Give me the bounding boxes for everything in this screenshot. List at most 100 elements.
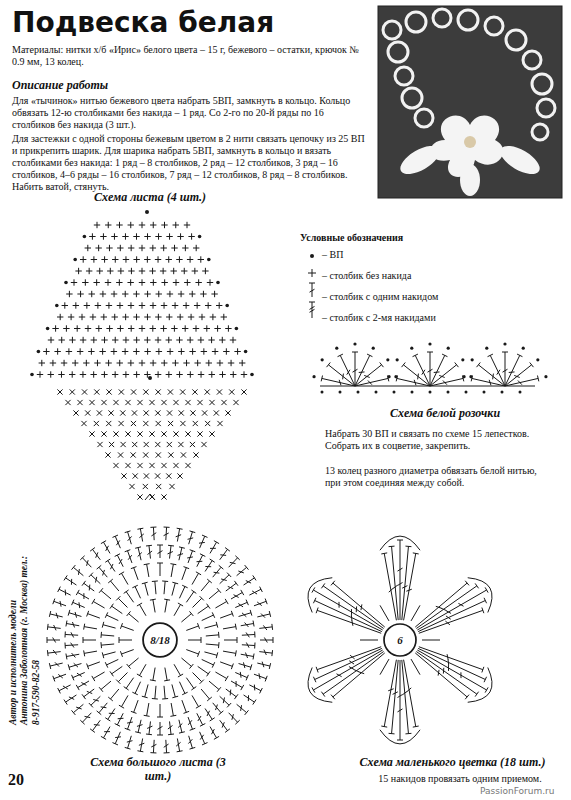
stitch-line	[93, 337, 94, 343]
stitch-line	[196, 572, 201, 575]
stitch-line	[164, 680, 170, 681]
stitch-line	[214, 410, 219, 415]
stitch-line	[149, 463, 154, 468]
stitch-line	[142, 582, 148, 584]
stitch-line	[240, 705, 242, 711]
stitch-line	[96, 552, 98, 557]
stitch-line	[190, 728, 196, 730]
stitch-line	[110, 671, 113, 676]
stitch-line	[209, 591, 219, 599]
stitch-line	[189, 736, 193, 748]
stitch-line	[99, 567, 107, 577]
stitch-line	[150, 752, 156, 753]
stitch-line	[98, 325, 99, 331]
stitch-line	[64, 575, 67, 580]
stitch-line	[64, 360, 65, 366]
stitch-line	[121, 442, 126, 447]
stitch-line	[246, 643, 249, 648]
stitch-line	[316, 608, 318, 614]
ring-circle	[384, 624, 416, 656]
stitch-line	[417, 374, 419, 380]
stitch-line	[200, 724, 205, 727]
stitch-line	[106, 421, 111, 426]
stitch-line	[155, 581, 156, 594]
stitch-line	[93, 720, 101, 730]
stitch-line	[225, 548, 230, 552]
stitch-line	[193, 452, 198, 457]
stitch-line	[235, 624, 236, 630]
stitch-line	[97, 442, 102, 447]
stitch-line	[143, 389, 148, 394]
stitch-line	[115, 554, 120, 557]
stitch-line	[250, 664, 252, 670]
stitch-line	[218, 642, 220, 648]
stitch-line	[185, 463, 190, 468]
stitch-line	[89, 431, 94, 436]
stitch-line	[52, 360, 53, 366]
stitch-line	[72, 622, 74, 627]
stitch-line	[175, 302, 176, 308]
stitch-line	[182, 692, 187, 695]
stitch-line	[497, 370, 500, 375]
stitch-line	[210, 718, 215, 721]
chain-dot	[148, 376, 152, 380]
stitch-line	[157, 545, 163, 546]
stitch-line	[104, 337, 105, 343]
stitch-line	[197, 431, 202, 436]
stitch-line	[197, 555, 203, 567]
stitch-line	[125, 747, 131, 749]
stitch-line	[192, 389, 197, 394]
stitch-line	[188, 640, 201, 641]
materials-note: Материалы: нитки х/б «Ирис» белого цвета…	[12, 44, 367, 68]
stitch-line	[190, 442, 195, 447]
stitch-line	[164, 533, 169, 536]
stitch-line	[107, 615, 119, 620]
stitch-line	[80, 348, 81, 354]
stitch-line	[64, 631, 65, 637]
stitch-line	[54, 601, 66, 605]
stitch-line	[323, 586, 384, 629]
stitch-line	[439, 375, 444, 377]
stitch-line	[64, 643, 65, 649]
stitch-line	[400, 540, 401, 620]
stitch-line	[254, 601, 266, 605]
stitch-line	[137, 400, 142, 405]
stitch-line	[149, 494, 154, 499]
stitch-line	[315, 648, 382, 679]
stitch-line	[181, 348, 182, 354]
page-number: 20	[8, 770, 48, 789]
stitch-line	[173, 431, 178, 436]
stitch-line	[430, 378, 463, 386]
stitch-line	[69, 697, 74, 700]
stitch-line	[402, 586, 407, 589]
stitch-line	[310, 309, 315, 312]
stitch-line	[484, 677, 487, 682]
stitch-line	[135, 587, 140, 599]
stitch-line	[55, 325, 56, 331]
stitch-line	[105, 718, 110, 721]
stitch-line	[91, 348, 92, 354]
chart-caption: Схема маленького цветка (18 шт.)	[340, 755, 565, 769]
stitch-line	[65, 590, 66, 596]
stitch-line	[102, 291, 103, 297]
stitch-line	[509, 371, 515, 373]
stitch-line	[132, 442, 137, 447]
stitch-line	[166, 473, 171, 478]
stitch-line	[215, 348, 216, 354]
stitch-line	[113, 400, 118, 405]
stitch-line	[147, 337, 148, 343]
stitch-line	[186, 650, 198, 654]
chain-dot	[216, 281, 220, 285]
chart-caption: Схема белой розочки	[350, 406, 540, 420]
stitch-line	[271, 624, 273, 630]
stitch-line	[181, 614, 191, 622]
stitch-line	[136, 233, 137, 239]
stitch-line	[103, 652, 116, 655]
stitch-line	[389, 546, 395, 548]
stitch-line	[171, 564, 173, 577]
stitch-line	[179, 410, 184, 415]
stitch-line	[253, 654, 254, 660]
stitch-line	[65, 400, 70, 405]
stitch-line	[101, 635, 114, 636]
section-heading: Описание работы	[12, 78, 212, 92]
